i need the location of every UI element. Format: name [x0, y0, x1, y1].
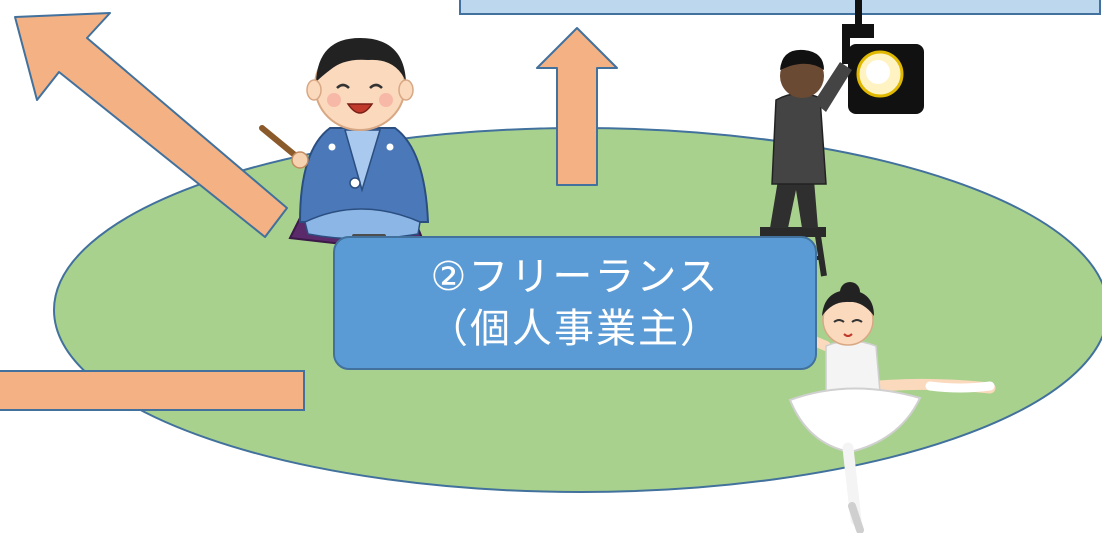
top-bar — [459, 0, 1101, 15]
ballet-dancer-illustration — [735, 282, 996, 533]
freelance-label-line2: （個人事業主） — [428, 306, 722, 352]
lighting-technician-illustration — [759, 0, 924, 277]
freelance-label-line1: ②フリーランス — [430, 254, 720, 300]
arrow-up-left — [14, 12, 288, 238]
freelance-label-box: ②フリーランス （個人事業主） — [333, 236, 817, 370]
rakugo-performer-illustration — [259, 38, 430, 248]
arrow-left-bar — [0, 370, 305, 411]
arrow-up — [536, 27, 618, 186]
